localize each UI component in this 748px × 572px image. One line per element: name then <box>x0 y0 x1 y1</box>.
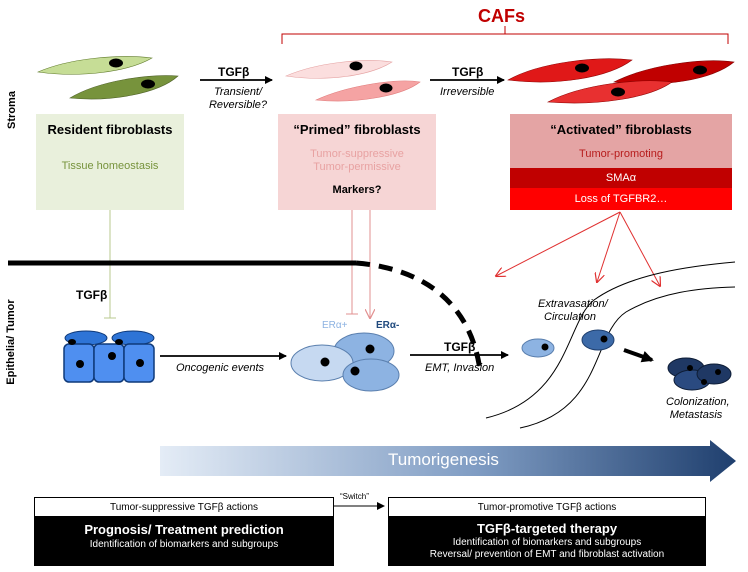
vessel-wall-right <box>519 286 736 429</box>
sma-label: SMAα <box>605 172 637 184</box>
switch-label: “Switch” <box>340 492 369 501</box>
metastasis-arrow <box>623 348 654 363</box>
cafs-bracket <box>281 33 729 44</box>
resident-fibroblast-cells <box>36 56 179 100</box>
activated-red-arrows <box>496 211 660 286</box>
suppressive-body-box: Prognosis/ Treatment prediction Identifi… <box>34 517 334 566</box>
epithelia-side-label: Epithelia/ Tumor <box>5 299 17 385</box>
prognosis-line-1: Identification of biomarkers and subgrou… <box>89 539 279 550</box>
promotive-body-box: TGFβ-targeted therapy Identification of … <box>388 517 706 566</box>
resident-fibroblasts-box: Resident fibroblasts Tissue homeostasis <box>36 114 184 210</box>
normal-epithelium-cells <box>63 330 155 383</box>
promotive-header: Tumor-promotive TGFβ actions <box>477 502 617 513</box>
stroma-tgfb-note-2: Reversible? <box>208 99 268 111</box>
emt-invasion-label: EMT, Invasion <box>425 362 495 374</box>
primed-fibroblasts-title: “Primed” fibroblasts <box>293 122 421 137</box>
stroma-tgfb-label-1: TGFβ <box>218 65 250 79</box>
activated-fibroblasts-title: “Activated” fibroblasts <box>550 122 692 137</box>
invading-cell <box>521 338 555 358</box>
vessel-wall-left <box>485 261 736 419</box>
resident-fibroblasts-title: Resident fibroblasts <box>47 122 173 137</box>
stroma-tgfb-note-1: Transient/ <box>213 86 263 98</box>
suppressive-header-box: Tumor-suppressive TGFβ actions <box>34 497 334 517</box>
loss-label: Loss of TGFBR2… <box>574 193 668 205</box>
stroma-tgfb-label-2: TGFβ <box>452 65 484 79</box>
resident-fibroblasts-role: Tissue homeostasis <box>61 160 159 172</box>
loss-bar <box>510 188 732 210</box>
promotive-header-box: Tumor-promotive TGFβ actions <box>388 497 706 517</box>
circulating-cell <box>581 329 615 351</box>
prognosis-title: Prognosis/ Treatment prediction <box>84 522 284 537</box>
colonization-label-2: Metastasis <box>669 409 723 421</box>
extravasation-label-1: Extravasation/ <box>538 298 608 310</box>
metastatic-cells <box>667 357 732 391</box>
extravasation-label-2: Circulation <box>544 311 596 323</box>
colonization-label-1: Colonization, <box>666 396 730 408</box>
therapy-line-2: Reversal/ prevention of EMT and fibrobla… <box>429 549 665 560</box>
primed-fibroblasts-markers: Markers? <box>332 184 382 196</box>
er-positive-label: ERα+ <box>322 320 348 331</box>
oncogenic-events-label: Oncogenic events <box>176 362 265 374</box>
primed-fibroblasts-role-2: Tumor-permissive <box>313 161 401 173</box>
tumorigenesis-arrow <box>160 440 736 482</box>
activated-fibroblast-cells <box>507 58 735 104</box>
cafs-label: CAFs <box>478 6 526 26</box>
er-negative-label: ERα- <box>376 320 400 331</box>
emt-tgfb-label: TGFβ <box>444 340 476 354</box>
activated-fibroblasts-box: “Activated” fibroblasts Tumor-promoting … <box>510 114 732 210</box>
primed-fibroblast-cells <box>284 60 421 102</box>
therapy-title: TGFβ-targeted therapy <box>476 521 618 536</box>
tumor-cell-cluster <box>290 332 400 392</box>
epithelia-tgfb-label: TGFβ <box>76 288 108 302</box>
therapy-line-1: Identification of biomarkers and subgrou… <box>452 537 642 548</box>
tumorigenesis-label: Tumorigenesis <box>388 450 499 469</box>
sma-bar <box>510 168 732 188</box>
suppressive-header: Tumor-suppressive TGFβ actions <box>109 502 259 513</box>
stroma-tgfb-note-3: Irreversible <box>440 86 495 98</box>
stroma-side-label: Stroma <box>6 91 18 129</box>
primed-fibroblasts-box: “Primed” fibroblasts Tumor-suppressive T… <box>278 114 436 210</box>
primed-fibroblasts-role-1: Tumor-suppressive <box>310 148 404 160</box>
activated-fibroblasts-role: Tumor-promoting <box>579 148 663 160</box>
